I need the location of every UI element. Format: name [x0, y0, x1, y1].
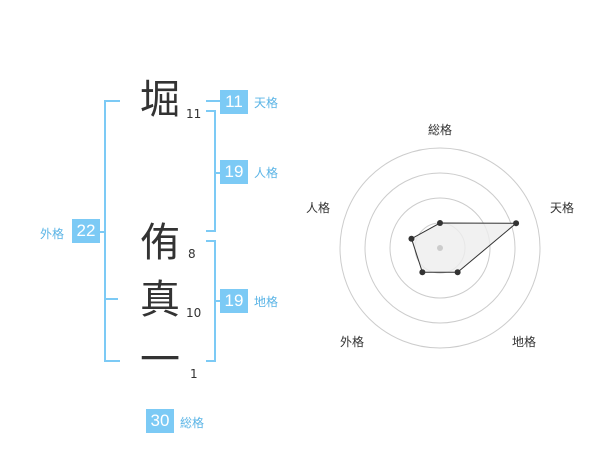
radar-rings — [339, 147, 541, 349]
soukaku-value: 30 — [146, 409, 174, 433]
radar-axis-label-tenkaku: 天格 — [550, 200, 574, 215]
stroke-count-4: 1 — [190, 367, 198, 381]
jinkaku-connector — [214, 172, 220, 174]
radar-axis-label-chikaku: 地格 — [512, 334, 536, 349]
radar-point-0 — [437, 220, 443, 226]
radar-points — [408, 220, 520, 276]
stroke-count-2: 8 — [188, 247, 196, 261]
gaikaku-connector — [96, 231, 106, 233]
stroke-count-3: 10 — [186, 306, 202, 320]
jinkaku-bracket — [206, 110, 216, 232]
radar-axis-label-gaikaku: 外格 — [340, 334, 364, 349]
chikaku-connector — [214, 300, 220, 302]
radar-ring-3 — [364, 172, 516, 324]
radar-point-4 — [408, 235, 415, 242]
tenkaku-value: 11 — [220, 90, 248, 114]
jinkaku-value: 19 — [220, 160, 248, 184]
soukaku-label: 総格 — [180, 416, 205, 430]
gaikaku-bracket-tick — [104, 298, 118, 300]
gaikaku-value: 22 — [72, 219, 100, 243]
stroke-count-1: 11 — [186, 107, 202, 121]
radar-axis-label-soukaku: 総格 — [428, 122, 452, 137]
radar-point-3 — [419, 269, 426, 276]
radar-point-2 — [454, 269, 461, 276]
name-char-2: 侑 — [140, 220, 180, 266]
radar-center-dot — [437, 245, 443, 251]
gaikaku-label: 外格 — [40, 227, 65, 241]
radar-shape — [410, 222, 518, 273]
name-char-4: 一 — [140, 337, 180, 383]
name-char-3: 真 — [140, 277, 180, 323]
chikaku-label: 地格 — [254, 295, 279, 309]
radar-ring-4 — [339, 147, 541, 349]
radar-axis-label-jinkaku: 人格 — [306, 200, 330, 215]
radar-ring-2 — [389, 197, 491, 299]
tenkaku-label: 天格 — [254, 96, 279, 110]
chikaku-value: 19 — [220, 289, 248, 313]
radar-point-1 — [513, 220, 520, 227]
jinkaku-label: 人格 — [254, 166, 279, 180]
tenkaku-bracket — [206, 100, 220, 102]
name-char-1: 堀 — [140, 77, 180, 123]
